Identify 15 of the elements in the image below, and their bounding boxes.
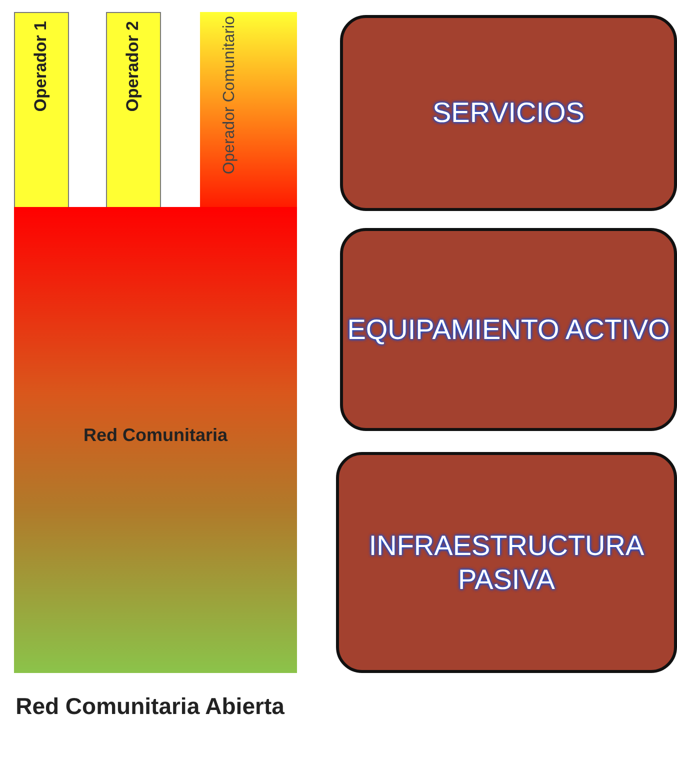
layer-box xyxy=(336,452,677,673)
node-label: Operador 1 xyxy=(30,21,52,112)
network-block xyxy=(14,207,297,673)
operator-column xyxy=(106,12,161,208)
node-label: SERVICIOS xyxy=(432,96,584,130)
node-label: INFRAESTRUCTURA PASIVA xyxy=(368,528,646,596)
caption: Red Comunitaria Abierta xyxy=(14,692,286,721)
node-label: Red Comunitaria xyxy=(83,425,228,446)
operator-column xyxy=(14,12,69,208)
node-label: Operador Comunitario xyxy=(220,16,238,174)
node-label: Operador 2 xyxy=(122,21,144,112)
node-label: EQUIPAMIENTO ACTIVO xyxy=(347,312,670,346)
layer-box xyxy=(340,15,677,211)
layer-box xyxy=(340,228,677,431)
operator-column xyxy=(200,12,297,208)
